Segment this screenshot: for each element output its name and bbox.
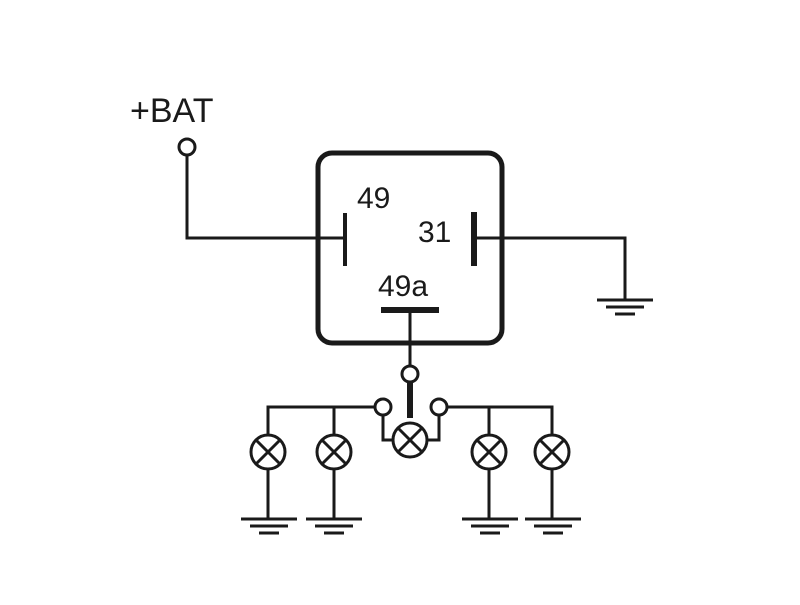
center-lamp-icon [391,421,429,459]
switch-common-terminal [400,364,420,384]
battery-wire [185,153,345,240]
right-bus [445,405,554,437]
center-lamp-left-lead [381,413,395,442]
pin-49-label: 49 [357,182,390,215]
left-bus [266,405,377,437]
battery-terminal [177,137,197,157]
lamp-left-2-icon [315,433,353,471]
lamp-right-2-icon [533,433,571,471]
ground-symbol-left-1 [241,517,297,535]
center-lamp-right-lead [425,413,441,442]
pin-31-label: 31 [418,216,451,249]
lamp-right-1-icon [470,433,508,471]
ground-symbol-right-2 [525,517,581,535]
pin-49a-label: 49a [378,270,428,303]
lamp-left-1-icon [249,433,287,471]
ground-symbol [597,298,653,316]
ground-wire-31 [475,236,627,302]
supply-label: +BAT [130,92,213,130]
ground-symbol-left-2 [306,517,362,535]
switch-right-terminal [429,397,449,417]
ground-symbol-right-1 [462,517,518,535]
switch-left-terminal [373,397,393,417]
